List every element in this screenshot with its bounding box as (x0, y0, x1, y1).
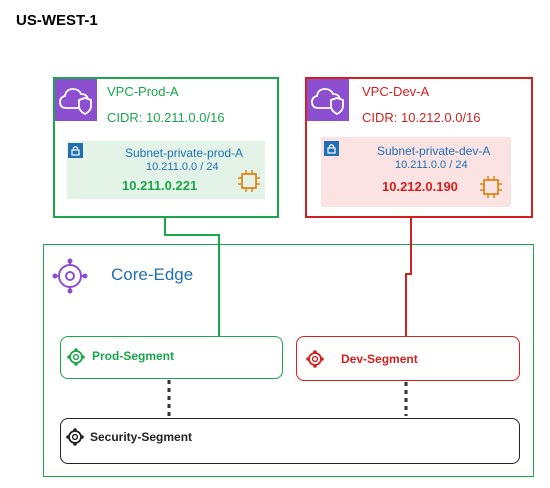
cloud-shield-icon (311, 88, 344, 116)
security-segment-label: Security-Segment (90, 430, 193, 444)
vpc-dev-name: VPC-Dev-A (362, 84, 430, 99)
vpc-prod-cidr: CIDR: 10.211.0.0/16 (107, 110, 225, 125)
vpc-prod-box: VPC-Prod-A CIDR: 10.211.0.0/16 Subnet-pr… (53, 77, 279, 218)
chip-icon (238, 170, 260, 192)
dev-connector (405, 216, 412, 336)
vpc-prod-name: VPC-Prod-A (107, 84, 179, 99)
segment-ring-icon (66, 428, 84, 446)
subnet-dev: Subnet-private-dev-A 10.211.0.0 / 24 10.… (321, 137, 511, 207)
segment-ring-icon (306, 350, 324, 368)
core-edge-title: Core-Edge (111, 265, 194, 284)
security-segment: Security-Segment (60, 418, 520, 464)
vpc-prod-icon-box (55, 79, 97, 121)
vpc-dev-icon-box (307, 79, 349, 121)
subnet-dev-name: Subnet-private-dev-A (377, 144, 491, 158)
dev-segment-label: Dev-Segment (341, 352, 418, 366)
prod-segment: Prod-Segment (60, 336, 283, 379)
chip-icon (480, 176, 502, 198)
network-hub-icon (52, 258, 88, 294)
instance-prod-ip: 10.211.0.221 (122, 178, 198, 193)
subnet-prod-name: Subnet-private-prod-A (125, 146, 244, 160)
segment-ring-icon (67, 348, 85, 366)
dev-segment: Dev-Segment (296, 336, 520, 381)
core-edge-container (43, 244, 534, 477)
subnet-dev-cidr: 10.211.0.0 / 24 (395, 159, 468, 171)
prod-segment-label: Prod-Segment (92, 349, 175, 363)
instance-dev-ip: 10.212.0.190 (382, 179, 458, 194)
prod-connector (164, 216, 220, 336)
cloud-shield-icon (59, 88, 92, 116)
lock-icon (324, 141, 339, 156)
region-title: US-WEST-1 (16, 12, 98, 29)
vpc-dev-box: VPC-Dev-A CIDR: 10.212.0.0/16 Subnet-pri… (305, 77, 533, 218)
subnet-prod-cidr: 10.211.0.0 / 24 (146, 161, 219, 173)
vpc-dev-cidr: CIDR: 10.212.0.0/16 (362, 110, 481, 125)
lock-icon (68, 143, 83, 158)
subnet-prod: Subnet-private-prod-A 10.211.0.0 / 24 10… (67, 141, 265, 199)
